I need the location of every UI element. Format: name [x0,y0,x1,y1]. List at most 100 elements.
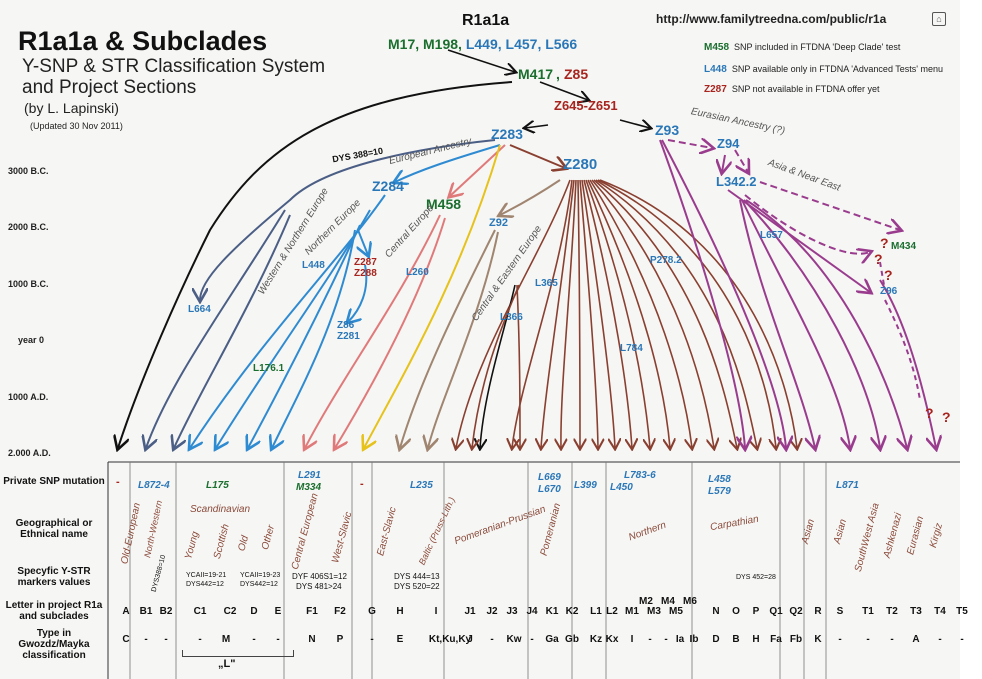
type-cell: - [198,634,202,645]
private-snp: L235 [410,480,433,491]
letter-cell: M3 [647,606,661,617]
private-snp: L670 [538,484,561,495]
type-cell: B [732,634,740,645]
row-header: Type in Gwozdz/Mayka classification [18,628,90,661]
node-P278.2: P278.2 [650,255,682,266]
node-L657: L657 [760,230,783,241]
node-Z96: Z96 [880,286,898,297]
group-name: Scandinavian [190,504,251,515]
letter-cell: B1 [139,606,153,617]
type-cell: - [276,634,280,645]
row-header: Specyfic Y-STR markers values [17,566,91,588]
legend-item: Z287 SNP not available in FTDNA offer ye… [704,84,880,95]
letter-cell: N [712,606,720,617]
type-cell: C [122,634,130,645]
str-value: YCAII=19-23 [240,572,281,579]
node-L342.2: L342.2 [716,174,757,189]
source-url[interactable]: http://www.familytreedna.com/public/r1a [656,12,887,26]
author: (by L. Lapinski) [24,100,119,116]
letter-cell: S [836,606,844,617]
unknown-mark: ? [942,409,951,425]
type-cell: - [938,634,942,645]
root-snps: M17, M198, L449, L457, L566 [388,36,578,52]
type-cell: Kx [605,634,619,645]
letter-cell: C2 [223,606,237,617]
node-L260: L260 [406,267,429,278]
type-cell: Ia [675,634,685,645]
letter-cell: T2 [886,606,898,617]
timeline-label: 1000 B.C. [8,279,49,289]
root-snp: L449 [465,36,498,52]
str-value: DYS 520=22 [394,582,440,591]
types-row: C - - - M - - N P - E Kt,Ku,Ky J - Kw - … [108,634,963,648]
phylogenetic-tree: ? ? ? ? ? [107,49,960,679]
private-snp: L872-4 [138,480,170,491]
private-snp: L291 [298,470,321,481]
private-snp: L450 [610,482,633,493]
str-value: YCAII=19-21 [186,572,227,579]
type-cell: - [370,634,374,645]
root-snp: M17 [388,36,416,52]
timeline-label: 2.000 A.D. [8,448,51,458]
node-Z94: Z94 [717,136,740,151]
str-value: DYS 452=28 [736,574,776,581]
type-cell: Kw [506,634,522,645]
separator: , [556,66,560,82]
node-Z281: Z281 [337,331,360,342]
private-snp: L669 [538,472,561,483]
node-Z93: Z93 [655,122,680,138]
type-cell: - [890,634,894,645]
group-brace [182,650,294,657]
letter-cell: I [434,606,438,617]
letter-cell: T1 [862,606,874,617]
row-header: Private SNP mutation [3,476,105,487]
node-L365: L365 [535,278,558,289]
private-snp: L579 [708,486,731,497]
letter-cell: M5 [669,606,683,617]
letter-cell: T3 [910,606,922,617]
root-snp: M198 [423,36,459,52]
type-cell: Gb [565,634,579,645]
type-cell: M [221,634,231,645]
type-cell: J [467,634,473,645]
node-L664: L664 [188,304,211,315]
letter-cell: R [814,606,822,617]
private-snp: - [360,478,364,490]
letters-row: A B1 B2 C1 C2 D E F1 F2 G H I J1 J2 J3 J… [108,596,967,620]
node-Z287: Z287 [354,257,377,268]
l-group-label: „L" [218,658,236,670]
node-Z645-Z651: Z645-Z651 [554,98,618,113]
timeline-label: 3000 B.C. [8,166,49,176]
node-L176.1: L176.1 [253,363,285,374]
type-cell: Kt,Ku,Ky [428,634,472,645]
type-cell: P [336,634,344,645]
page-title: R1a1a & Subclades [18,26,268,56]
letter-cell: E [274,606,282,617]
str-value: DYS 481>24 [296,582,342,591]
type-cell: I [630,634,634,645]
letter-cell: T5 [956,606,968,617]
root-snp: L457 [505,36,538,52]
letter-cell: F1 [306,606,318,617]
letter-cell: B2 [159,606,173,617]
private-snp: L175 [206,480,229,491]
legend-item: L448 SNP available only in FTDNA 'Advanc… [704,64,944,75]
str-value: DYF 406S1=12 [292,572,347,581]
type-cell: - [144,634,148,645]
letter-cell: F2 [334,606,346,617]
unknown-mark: ? [884,267,893,283]
type-cell: - [252,634,256,645]
letter-cell: J4 [526,606,538,617]
type-cell: A [912,634,920,645]
letter-cell: J2 [486,606,498,617]
letter-cell: M6 [683,596,697,607]
letter-cell: M4 [661,596,675,607]
type-cell: Ga [545,634,559,645]
type-cell: - [648,634,652,645]
type-cell: Kz [589,634,603,645]
node-Z280: Z280 [563,156,598,173]
node-L448: L448 [302,260,325,271]
type-cell: E [396,634,404,645]
node-M434: M434 [891,241,917,252]
node-Z86: Z86 [337,320,355,331]
